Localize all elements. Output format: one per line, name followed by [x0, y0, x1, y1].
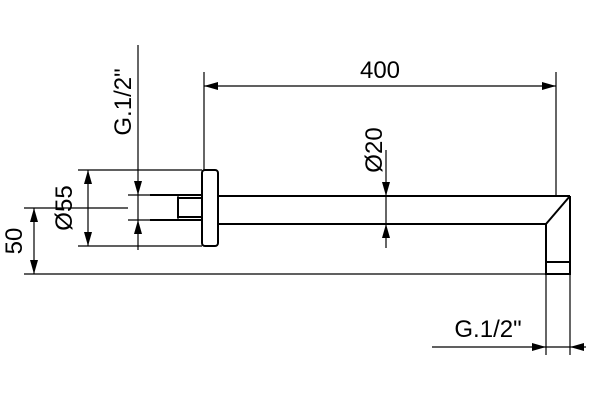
outlet-thread-dimension: G.1/2" — [432, 274, 586, 355]
inlet-thread-dimension: G.1/2" — [110, 45, 178, 250]
length-label: 400 — [360, 57, 400, 84]
inlet-thread-label: G.1/2" — [110, 68, 137, 135]
height-label: 50 — [1, 228, 28, 255]
pipe-diameter-dimension: Ø20 — [361, 127, 390, 248]
outlet-thread-label: G.1/2" — [454, 316, 521, 343]
outlet-thread — [545, 261, 571, 275]
inlet-nipple — [150, 194, 203, 221]
height-dimension: 50 — [1, 207, 546, 275]
pipe-diameter-label: Ø20 — [361, 127, 388, 172]
shower-arm-pipe — [218, 195, 571, 262]
wall-flange — [201, 169, 219, 247]
length-dimension: 400 — [203, 57, 557, 196]
